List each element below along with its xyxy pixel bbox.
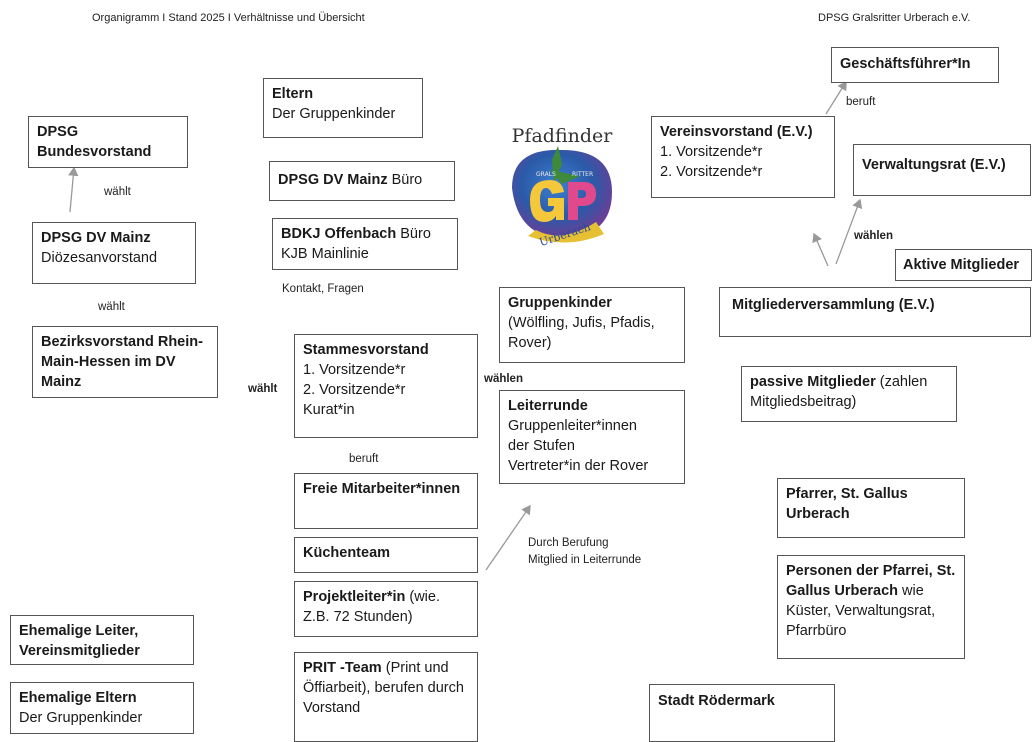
- box-stammesvorstand-title: Stammesvorstand: [303, 342, 429, 358]
- box-eltern-title: Eltern: [272, 86, 314, 102]
- box-leiterrunde-line-3: Vertreter*in der Rover: [508, 458, 649, 474]
- box-leiterrunde-line-2: der Stufen: [508, 438, 575, 454]
- box-leiterrunde: Leiterrunde Gruppenleiter*innen der Stuf…: [499, 390, 685, 484]
- box-stadt-roedermark: Stadt Rödermark: [649, 684, 835, 742]
- pfadfinder-logo: Pfadfinder GRALS RITTER Urberach: [512, 125, 614, 249]
- diagram-header-right: DPSG Gralsritter Urberach e.V.: [818, 12, 971, 24]
- box-dv-mainz-title: DPSG DV Mainz: [41, 230, 151, 246]
- logo-title: Pfadfinder: [512, 125, 614, 147]
- box-gruppenkinder-text: (Wölfling, Jufis, Pfadis, Rover): [508, 315, 655, 351]
- box-bdkj-offenbach: BDKJ Offenbach Büro KJB Mainlinie: [272, 218, 458, 270]
- label-durch-berufung: Durch Berufung Mitglied in Leiterrunde: [528, 535, 641, 568]
- box-bdkj-title: BDKJ Offenbach: [281, 226, 397, 242]
- box-verwaltungsrat: Verwaltungsrat (E.V.): [853, 144, 1031, 196]
- label-kontakt-fragen: Kontakt, Fragen: [282, 283, 364, 295]
- box-passive-mitglieder: passive Mitglieder (zahlen Mitgliedsbeit…: [741, 366, 957, 422]
- box-pfarrer-title: Pfarrer, St. Gallus Urberach: [786, 486, 908, 522]
- label-berufung-line-2: Mitglied in Leiterrunde: [528, 553, 642, 566]
- box-vereinsvorstand: Vereinsvorstand (E.V.) 1. Vorsitzende*r …: [651, 116, 835, 198]
- box-gruppenkinder-title: Gruppenkinder: [508, 295, 612, 311]
- box-leiterrunde-line-1: Gruppenleiter*innen: [508, 418, 637, 434]
- box-projektleiter-text: (wie. Z.B. 72 Stunden): [303, 589, 440, 625]
- box-prit-text: (Print und Öffiarbeit), berufen durch Vo…: [303, 660, 464, 716]
- box-ehemalige-eltern: Ehemalige Eltern Der Gruppenkinder: [10, 682, 194, 734]
- label-beruft-geschaeftsfuehrer: beruft: [846, 96, 876, 108]
- box-vereinsvorstand-line-1: 1. Vorsitzende*r: [660, 144, 763, 160]
- box-passive-text: (zahlen Mitgliedsbeitrag): [750, 374, 928, 410]
- diagram-header-left: Organigramm I Stand 2025 I Verhältnisse …: [92, 12, 365, 24]
- box-stammesvorstand-line-2: 2. Vorsitzende*r: [303, 382, 406, 398]
- box-dpsg-dv-mainz: DPSG DV Mainz Diözesanvorstand: [32, 222, 196, 284]
- box-ehemalige-eltern-title: Ehemalige Eltern: [19, 690, 137, 706]
- box-dv-buero-title: DPSG DV Mainz: [278, 172, 388, 188]
- box-vereinsvorstand-line-2: 2. Vorsitzende*r: [660, 164, 763, 180]
- logo-ring-left: GRALS: [536, 171, 556, 178]
- box-dv-buero-text: Büro: [391, 172, 423, 188]
- label-waehlt-stamm: wählt: [248, 383, 278, 395]
- label-waehlen-verwaltungsrat: wählen: [854, 230, 893, 242]
- box-geschaeftsfuehrer-title: Geschäftsführer*In: [840, 56, 971, 72]
- box-passive-title: passive Mitglieder: [750, 374, 876, 390]
- box-bezirksvorstand: Bezirksvorstand Rhein-Main-Hessen im DV …: [32, 326, 218, 398]
- box-freie-mitarbeiter: Freie Mitarbeiter*innen: [294, 473, 478, 529]
- box-stammesvorstand: Stammesvorstand 1. Vorsitzende*r 2. Vors…: [294, 334, 478, 438]
- box-pfarrer: Pfarrer, St. Gallus Urberach: [777, 478, 965, 538]
- box-aktive-mitglieder: Aktive Mitglieder: [895, 249, 1032, 281]
- box-projektleiter-title: Projektleiter*in: [303, 589, 406, 605]
- label-berufung-line-1: Durch Berufung: [528, 537, 609, 549]
- box-bdkj-text: Büro: [400, 226, 431, 242]
- box-mitgliederversammlung: Mitgliederversammlung (E.V.): [719, 287, 1031, 337]
- box-dv-mainz-buero: DPSG DV Mainz Büro: [269, 161, 455, 201]
- box-personen-title: Personen der Pfarrei, St. Gallus Urberac…: [786, 563, 956, 599]
- box-gruppenkinder: Gruppenkinder (Wölfling, Jufis, Pfadis, …: [499, 287, 685, 363]
- arrow-to-vereinsvorstand: [812, 232, 829, 267]
- box-stammesvorstand-line-3: Kurat*in: [303, 402, 355, 418]
- box-eltern-text: Der Gruppenkinder: [272, 106, 396, 122]
- box-vereinsvorstand-title: Vereinsvorstand (E.V.): [660, 124, 813, 140]
- arrow-leiterrunde-berufung: [485, 504, 531, 571]
- box-prit-title: PRIT -Team: [303, 660, 382, 676]
- box-dv-mainz-text: Diözesanvorstand: [41, 250, 158, 266]
- box-prit-team: PRIT -Team (Print und Öffiarbeit), beruf…: [294, 652, 478, 742]
- label-waehlt-dv: wählt: [98, 301, 125, 313]
- box-bdkj-text2: KJB Mainlinie: [281, 246, 369, 262]
- box-bezirksvorstand-title: Bezirksvorstand Rhein-Main-Hessen im DV …: [41, 334, 203, 390]
- label-waehlt-bundesvorstand: wählt: [104, 186, 131, 198]
- box-leiterrunde-title: Leiterrunde: [508, 398, 588, 414]
- box-ehemalige-leiter-title: Ehemalige Leiter, Vereinsmitglieder: [19, 623, 140, 659]
- box-freie-title: Freie Mitarbeiter*innen: [303, 481, 461, 497]
- box-aktive-title: Aktive Mitglieder: [903, 257, 1020, 273]
- logo-ring-right: RITTER: [572, 171, 593, 178]
- box-verwaltungsrat-title: Verwaltungsrat (E.V.): [862, 157, 1006, 173]
- box-mitgliederversammlung-title: Mitgliederversammlung (E.V.): [732, 297, 935, 313]
- label-beruft-stamm: beruft: [349, 453, 379, 465]
- box-kuechenteam-title: Küchenteam: [303, 545, 391, 561]
- label-waehlen-leiterrunde: wählen: [484, 373, 523, 385]
- arrow-dv-to-bundesvorstand: [68, 166, 79, 213]
- box-personen-text: wie Küster, Verwaltungsrat, Pfarrbüro: [786, 583, 936, 639]
- arrow-to-geschaeftsfuehrer: [825, 80, 847, 115]
- arrow-to-verwaltungsrat: [835, 198, 863, 265]
- box-ehemalige-leiter: Ehemalige Leiter, Vereinsmitglieder: [10, 615, 194, 665]
- box-projektleiter: Projektleiter*in (wie. Z.B. 72 Stunden): [294, 581, 478, 637]
- box-bundesvorstand-title: DPSG Bundesvorstand: [37, 124, 152, 160]
- box-eltern: Eltern Der Gruppenkinder: [263, 78, 423, 138]
- box-stadt-title: Stadt Rödermark: [658, 693, 775, 709]
- box-personen-pfarrei: Personen der Pfarrei, St. Gallus Urberac…: [777, 555, 965, 659]
- box-dpsg-bundesvorstand: DPSG Bundesvorstand: [28, 116, 188, 168]
- box-ehemalige-eltern-text: Der Gruppenkinder: [19, 710, 143, 726]
- box-kuechenteam: Küchenteam: [294, 537, 478, 573]
- box-geschaeftsfuehrer: Geschäftsführer*In: [831, 47, 999, 83]
- box-stammesvorstand-line-1: 1. Vorsitzende*r: [303, 362, 406, 378]
